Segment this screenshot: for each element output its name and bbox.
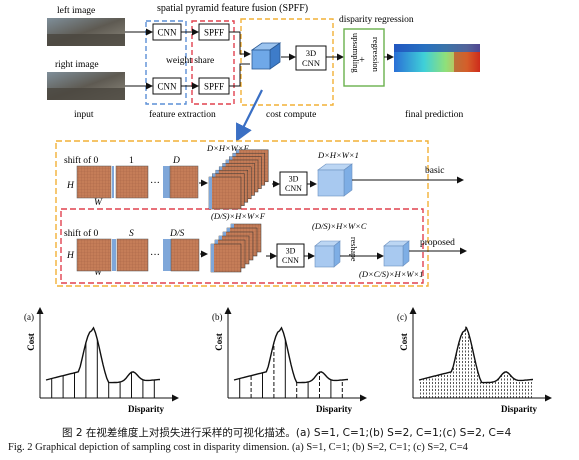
svg-text:CNN: CNN <box>302 58 320 68</box>
cost-curve <box>233 326 349 384</box>
svg-text:D/S: D/S <box>169 229 185 239</box>
cost-compute-box <box>240 18 334 106</box>
detail-red-box <box>60 208 424 284</box>
svg-text:···: ··· <box>150 178 160 189</box>
row2-mid-cube <box>314 240 341 268</box>
svg-text:W: W <box>94 198 103 208</box>
cost-curve <box>45 326 161 384</box>
right-image-label: right image <box>55 60 99 70</box>
svg-text:3D: 3D <box>306 48 316 58</box>
row2-shift-label: shift of 0 <box>64 228 99 239</box>
basic-label: basic <box>425 166 445 176</box>
row2-volume-c-label: (D/S)×H×W×C <box>312 221 367 231</box>
svg-text:regression: regression <box>371 37 381 73</box>
svg-text:upsampling: upsampling <box>351 33 361 73</box>
row1-volume-label: D×H×W×F <box>206 143 250 153</box>
volume-slice-stripe <box>211 244 214 272</box>
caption-chinese: 图 2 在视差维度上对损失进行采样的可视化描述。(a) S=1, C=1;(b)… <box>62 427 512 439</box>
svg-text:H: H <box>66 181 75 191</box>
plot-xlabel: Disparity <box>501 404 538 414</box>
detail-orange-box <box>55 140 429 287</box>
svg-text:SPFF: SPFF <box>204 28 224 38</box>
svg-text:3D: 3D <box>286 247 296 256</box>
plot-xlabel: Disparity <box>316 404 353 414</box>
svg-text:SPFF: SPFF <box>204 82 224 92</box>
final-prediction-label: final prediction <box>405 109 464 120</box>
plot-tag: (c) <box>397 312 407 322</box>
reshape-label: reshape <box>349 237 358 262</box>
volume-slice <box>210 243 242 273</box>
disparity-regression-label: disparity regression <box>339 15 414 25</box>
row1-feature-maps <box>76 165 199 199</box>
row2-stacked-volume <box>210 223 262 273</box>
row2-volume-label: (D/S)×H×W×F <box>211 211 266 221</box>
row2-output-cube <box>383 240 410 267</box>
svg-text:3D: 3D <box>289 175 299 184</box>
svg-text:1: 1 <box>129 156 134 166</box>
disparity-map-image <box>394 44 480 72</box>
svg-text:CNN: CNN <box>157 28 177 38</box>
svg-text:CNN: CNN <box>157 82 177 92</box>
weight-share-label: weight share <box>166 56 214 66</box>
cost-compute-label: cost compute <box>266 110 316 120</box>
row1-output-cube <box>317 163 353 197</box>
svg-text:H: H <box>66 251 75 261</box>
spff-title: spatial pyramid feature fusion (SPFF) <box>157 3 308 14</box>
plot-ylabel: Cost <box>214 333 224 351</box>
svg-text:+: + <box>359 55 365 66</box>
left-image-label: left image <box>57 5 95 16</box>
row1-stacked-volume <box>208 149 269 210</box>
cost-volume-cube <box>250 42 282 70</box>
proposed-label: proposed <box>420 238 455 248</box>
svg-text:CNN: CNN <box>282 256 299 265</box>
plot-tag: (b) <box>212 312 223 322</box>
cnn3d-box-top <box>295 45 327 71</box>
plot-tag: (a) <box>24 312 34 322</box>
feature-extraction-label: feature extraction <box>149 109 216 120</box>
feature-extraction-box <box>145 20 187 105</box>
row1-output-label: D×H×W×1 <box>317 150 359 160</box>
row2-output-label: (D×C/S)×H×W×1 <box>359 269 424 279</box>
svg-text:D: D <box>172 156 180 166</box>
zoom-arrow <box>236 89 263 142</box>
svg-text:W: W <box>94 268 103 278</box>
plot-ylabel: Cost <box>26 333 36 351</box>
volume-slice <box>208 176 242 210</box>
row2-feature-maps <box>76 238 200 272</box>
plot-ylabel: Cost <box>399 333 409 351</box>
svg-text:···: ··· <box>150 250 160 261</box>
row1-shift-label: shift of 0 <box>64 155 99 166</box>
spff-box <box>191 20 235 105</box>
svg-text:S: S <box>129 229 134 239</box>
svg-text:CNN: CNN <box>285 184 302 193</box>
input-label: input <box>74 110 94 120</box>
plot-xlabel: Disparity <box>128 404 165 414</box>
volume-slice-stripe <box>209 177 212 209</box>
caption-english: Fig. 2 Graphical depiction of sampling c… <box>8 442 468 453</box>
cost-curve <box>418 326 534 384</box>
